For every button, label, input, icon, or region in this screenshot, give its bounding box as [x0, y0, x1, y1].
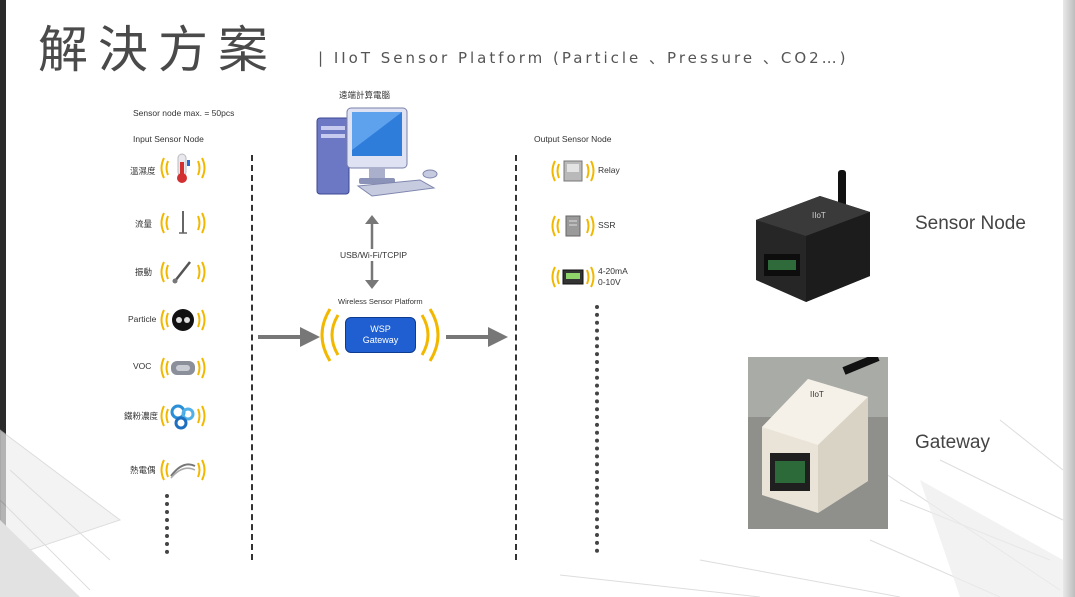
output-column-heading: Output Sensor Node	[534, 134, 612, 144]
gears-icon	[160, 404, 206, 430]
separator-left	[251, 155, 253, 560]
svg-text:IIoT: IIoT	[812, 211, 826, 220]
output-continuation-dots	[595, 305, 599, 553]
input-column-heading: Input Sensor Node	[133, 134, 204, 144]
input-label-voc: VOC	[133, 361, 152, 371]
input-label-iron-powder: 鐵粉濃度	[124, 411, 159, 421]
input-continuation-dots	[165, 494, 169, 554]
gateway-to-output-arrow	[446, 327, 508, 347]
relay-icon	[551, 160, 595, 182]
computer-label: 遠端計算電腦	[339, 90, 391, 100]
gateway-box: WSP Gateway	[345, 317, 416, 353]
input-label-particle: Particle	[128, 314, 157, 324]
input-label-thermocouple: 熱電偶	[130, 465, 156, 475]
page-subtitle: | IIoT Sensor Platform (Particle 、Pressu…	[318, 49, 849, 67]
sensor-node-label: Sensor Node	[915, 213, 1026, 234]
thermocouple-icon	[160, 459, 206, 481]
output-label-current: 4-20mA	[598, 266, 628, 276]
output-label-voltage: 0-10V	[598, 277, 621, 287]
platform-label: Wireless Sensor Platform	[338, 297, 423, 306]
right-edge-shadow	[1063, 0, 1075, 597]
left-edge-shadow	[0, 0, 6, 597]
thermometer-icon	[160, 153, 206, 183]
gateway-box-line2: Gateway	[362, 335, 399, 345]
vibration-probe-icon	[160, 261, 206, 284]
svg-text:IIoT: IIoT	[810, 390, 824, 399]
input-label-temp-humidity: 溫濕度	[130, 166, 156, 176]
meter-icon	[551, 266, 595, 288]
input-label-flow: 流量	[135, 219, 153, 229]
gateway-label: Gateway	[915, 432, 990, 453]
gateway-box-line1: WSP	[370, 324, 391, 334]
capacity-note: Sensor node max. = 50pcs	[133, 108, 235, 118]
voc-sensor-icon	[160, 357, 206, 379]
sensor-node-device-icon: IIoT	[756, 170, 870, 302]
gateway-signal-icon	[320, 308, 440, 362]
ssr-icon	[551, 215, 595, 237]
gateway-device-icon: IIoT	[748, 357, 888, 529]
output-label-relay: Relay	[598, 165, 620, 175]
page-title: 解決方案	[38, 21, 278, 79]
output-label-ssr: SSR	[598, 220, 616, 230]
separator-right	[515, 155, 517, 560]
input-label-vibration: 振動	[135, 267, 153, 277]
particle-sensor-icon	[160, 309, 206, 331]
input-to-gateway-arrow	[258, 327, 320, 347]
link-label: USB/Wi-Fi/TCPIP	[340, 249, 408, 261]
flow-probe-icon	[160, 211, 206, 234]
computer-icon	[316, 107, 438, 197]
